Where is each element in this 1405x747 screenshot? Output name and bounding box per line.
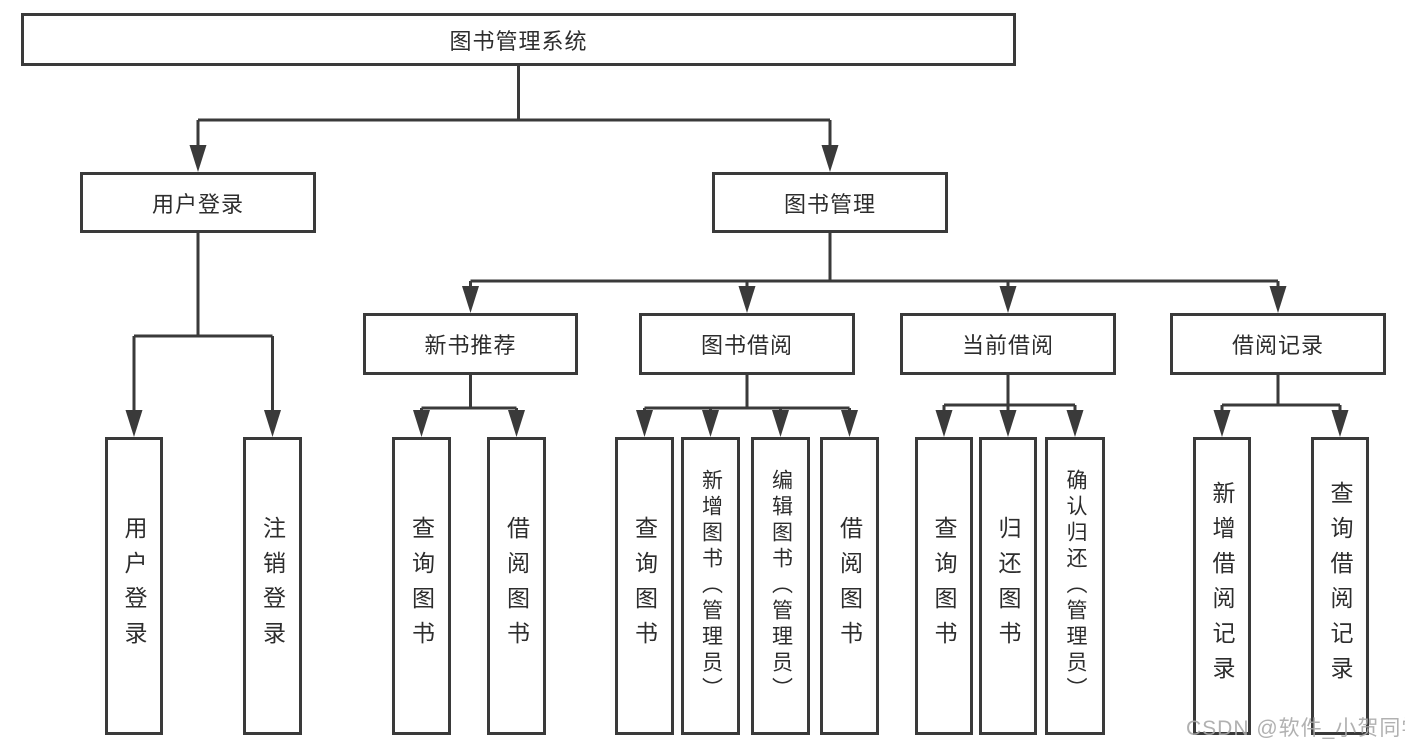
- node-leaf-borrow-books-borrowing: 借阅图书: [820, 437, 879, 735]
- node-leaf-query-books-borrowing: 查询图书: [615, 437, 674, 735]
- node-user-login-group: 用户登录: [80, 172, 316, 233]
- node-leaf-query-borrow-record: 查询借阅记录: [1311, 437, 1369, 735]
- connector-current-borrow-branch: [935, 375, 1084, 437]
- connector-root-to-level2: [189, 66, 839, 172]
- node-leaf-user-login: 用户登录: [105, 437, 163, 735]
- node-leaf-add-book-admin: 新增图书（管理员）: [681, 437, 740, 735]
- node-leaf-add-borrow-record: 新增借阅记录: [1193, 437, 1251, 735]
- node-library-management-system: 图书管理系统: [21, 13, 1016, 66]
- connector-new-book-branch: [413, 375, 525, 437]
- node-leaf-return-book: 归还图书: [979, 437, 1037, 735]
- csdn-watermark: CSDN @软件_小贺同学: [1186, 717, 1405, 740]
- node-new-book-recommendation: 新书推荐: [363, 313, 578, 375]
- connector-book-borrow-branch: [636, 375, 858, 437]
- node-leaf-edit-book-admin: 编辑图书（管理员）: [751, 437, 810, 735]
- node-book-borrowing: 图书借阅: [639, 313, 855, 375]
- node-book-management: 图书管理: [712, 172, 948, 233]
- node-borrow-records: 借阅记录: [1170, 313, 1386, 375]
- node-leaf-query-books-recommend: 查询图书: [392, 437, 451, 735]
- node-leaf-borrow-books-recommend: 借阅图书: [487, 437, 546, 735]
- node-leaf-confirm-return-admin: 确认归还（管理员）: [1045, 437, 1105, 735]
- connector-user-login-branch: [125, 233, 281, 437]
- connector-borrow-records-branch: [1213, 375, 1349, 437]
- node-leaf-logout: 注销登录: [243, 437, 302, 735]
- node-current-borrowing: 当前借阅: [900, 313, 1116, 375]
- node-leaf-query-books-current: 查询图书: [915, 437, 973, 735]
- connector-book-management-branch: [462, 233, 1287, 313]
